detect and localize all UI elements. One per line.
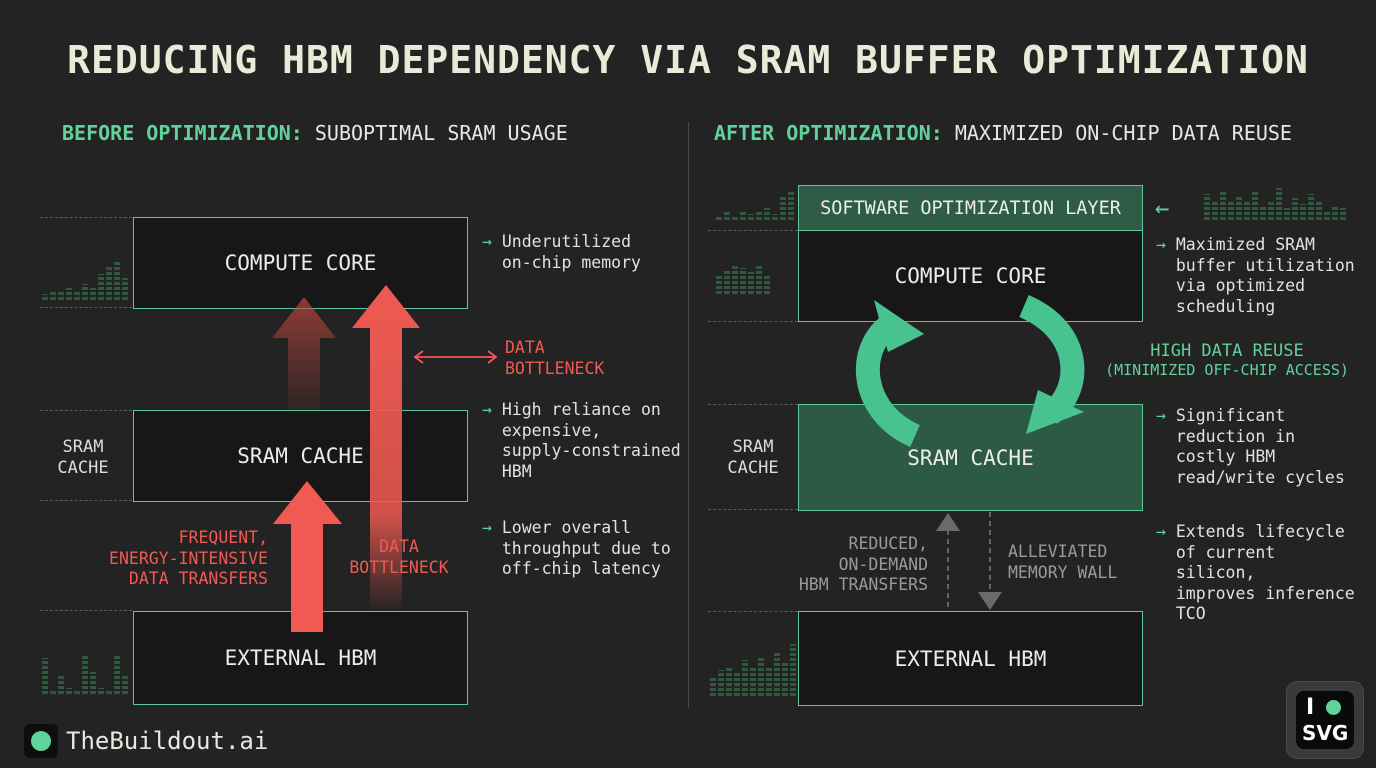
reuse-arrow-down-head [1026,390,1084,434]
guide-line [708,611,798,612]
decorative-bars [1204,186,1346,220]
sram-side-label: SRAM CACHE [727,437,779,478]
guide-line [40,500,132,501]
section-divider [688,122,689,708]
decorative-bars [42,650,128,694]
hbm-to-sram-arrow [273,481,342,632]
guide-line [40,410,132,411]
faded-up-arrow [272,297,336,412]
guide-line [708,509,798,510]
decorative-bars [716,190,794,220]
after-note-3: → Extends lifecycle of current silicon, … [1156,522,1355,623]
guide-line [40,307,132,308]
after-compute-core: COMPUTE CORE [798,230,1143,322]
guide-line [708,404,798,405]
after-sram-cache: SRAM CACHE [798,404,1143,511]
brand-name[interactable]: TheBuildout.ai [66,727,269,755]
after-heading-rest: MAXIMIZED ON-CHIP DATA REUSE [954,121,1292,145]
grey-up-arrow-head [936,513,960,531]
decorative-bars [710,640,796,696]
after-arrows [855,294,1085,610]
decorative-bars [716,260,770,294]
before-arrows [272,285,498,632]
decorative-bars [42,256,128,300]
before-note-2: → High reliance on expensive, supply-con… [482,400,681,481]
io-svg-badge[interactable]: I SVG [1287,682,1363,758]
grey-down-arrow-head [978,592,1002,610]
before-heading-rest: SUBOPTIMAL SRAM USAGE [314,121,568,145]
tall-up-arrow [352,285,420,612]
high-reuse-label: HIGH DATA REUSE(MINIMIZED OFF-CHIP ACCES… [1105,341,1349,380]
sram-side-label: SRAM CACHE [57,437,109,478]
io-svg-logo-icon: I SVG [1296,691,1354,749]
before-note-1: → Underutilized on-chip memory [482,232,641,272]
before-heading: BEFORE OPTIMIZATION: SUBOPTIMAL SRAM USA… [62,121,568,145]
reuse-arrow-up-head [874,300,924,352]
guide-line [40,610,132,611]
guide-line [708,230,798,231]
brand-logo-icon[interactable] [24,724,58,758]
after-heading: AFTER OPTIMIZATION: MAXIMIZED ON-CHIP DA… [714,121,1292,145]
page-title: REDUCING HBM DEPENDENCY VIA SRAM BUFFER … [67,38,1309,82]
after-note-2: → Significant reduction in costly HBM re… [1156,406,1345,487]
software-optimization-layer: SOFTWARE OPTIMIZATION LAYER [798,185,1143,232]
before-heading-strong: BEFORE OPTIMIZATION: [62,121,303,145]
guide-line [708,321,798,322]
double-arrow [413,350,498,364]
before-note-3: → Lower overall throughput due to off-ch… [482,518,671,578]
guide-line [40,217,132,218]
after-heading-strong: AFTER OPTIMIZATION: [714,121,943,145]
before-compute-core: COMPUTE CORE [133,217,468,309]
left-arrow-icon: ← [1155,194,1170,222]
after-external-hbm: EXTERNAL HBM [798,611,1143,706]
after-note-1: → Maximized SRAM buffer utilization via … [1156,235,1355,316]
